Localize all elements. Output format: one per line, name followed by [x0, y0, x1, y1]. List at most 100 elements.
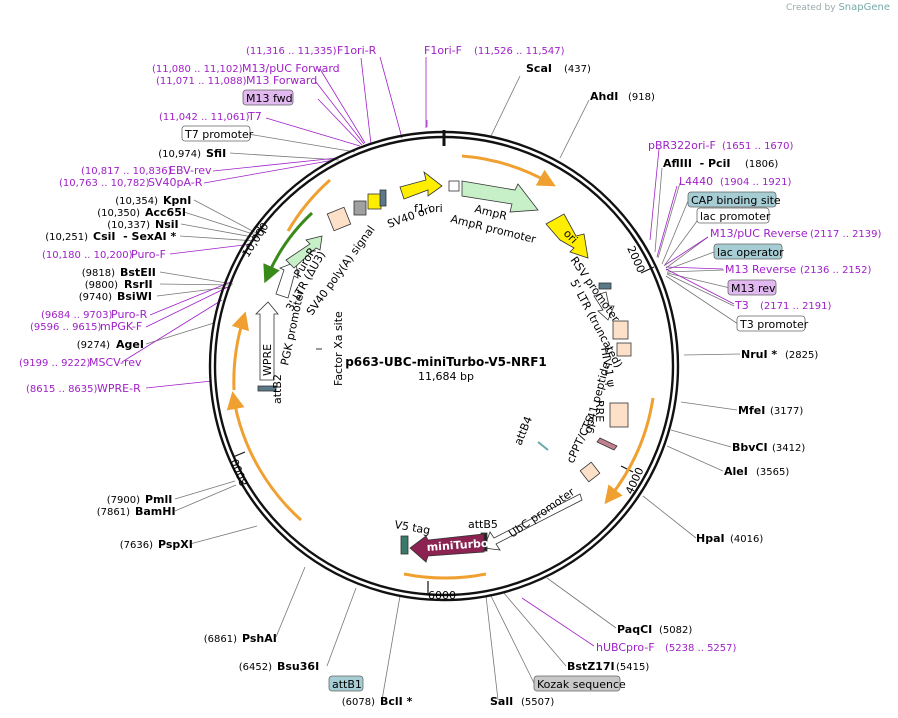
rre-box: [609, 402, 629, 428]
primer-f1ori-f-coord: (11,526 .. 11,547): [474, 46, 565, 57]
primer-t3-coord: (2171 .. 2191): [760, 301, 832, 312]
site-pmli-coord: (7900): [107, 495, 140, 506]
primer-puro-f-coord: (10,180 .. 10,200): [42, 250, 133, 261]
box-m13-fwd: [242, 89, 294, 106]
primer-m13puc-rev-coord: (2117 .. 2139): [810, 229, 882, 240]
primer-m13-f: M13 Forward: [246, 74, 317, 87]
credit-brand: SnapGene: [838, 2, 890, 13]
site-bstz17i: BstZ17I: [567, 660, 615, 673]
site-bsiwi-coord: (9740): [79, 292, 112, 303]
feat-ubc-promoter: UbC promoter: [506, 485, 577, 540]
site-sali-coord: (5507): [521, 697, 554, 708]
primer-puro-r: Puro-R: [111, 308, 148, 321]
box-t7-promoter: [181, 125, 251, 142]
box-m13-fwd-label: M13 fwd: [246, 92, 293, 105]
boxed-labels: [181, 89, 806, 692]
site-bsteii-coord: (9818): [82, 268, 115, 279]
primer-m13puc-rev: M13/pUC Reverse: [710, 227, 808, 240]
miniturbo-arrow: [409, 533, 485, 563]
site-nrui: NruI *: [741, 348, 777, 361]
attb2-mark: [257, 385, 277, 392]
green-orf-arc: [263, 211, 314, 284]
box-attb1: [328, 675, 364, 692]
primer-ebv-rev-coord: (10,817 .. 10,836): [81, 166, 172, 177]
site-nsii: NsiI: [155, 218, 179, 231]
credit-created-by: Created by: [786, 3, 836, 13]
primer-t7: T7: [247, 110, 262, 123]
site-agei-coord: (9274): [77, 340, 110, 351]
box-kozak-label: Kozak sequence: [537, 678, 626, 691]
ori-arrow: [545, 213, 589, 259]
feat-wpre: WPRE: [261, 344, 274, 376]
feat-factor-xa: Factor Xa site: [332, 311, 345, 386]
primer-m13puc-f: M13/pUC Forward: [242, 62, 340, 75]
site-bsu36i-coord: (6452): [239, 662, 272, 673]
tick-label-6000: 6000: [428, 589, 456, 602]
wpre-arrow: [255, 301, 279, 381]
box-m13-rev-label: M13 rev: [731, 282, 776, 295]
primer-pbr322ori-f: pBR322ori-F: [648, 139, 716, 152]
site-rsrii: RsrII: [124, 278, 153, 291]
box-t3-promoter: [736, 315, 806, 332]
feat-sv40-ori: SV40 ori: [386, 203, 434, 231]
primer-sv40pa-r: SV40pA-R: [148, 176, 203, 189]
site-kpni-coord: (10,354): [115, 196, 158, 207]
primer-pbr322ori-f-coord: (1651 .. 1670): [722, 141, 794, 152]
site-pmli: PmlI: [145, 493, 172, 506]
site-pspxi-coord: (7636): [120, 540, 153, 551]
primer-mscv-rev: MSCV-rev: [89, 356, 142, 369]
primer-ebv-rev: EBV-rev: [169, 164, 212, 177]
site-paqci-coord: (5082): [659, 625, 692, 636]
sv40pa-box: [353, 200, 367, 216]
box-lac-operator: [713, 243, 783, 260]
site-csii: CsiI - SexAI *: [93, 230, 176, 243]
primer-lines: [121, 56, 735, 647]
leader-lines: [145, 75, 741, 701]
tick-label-8000: 8000: [228, 457, 251, 488]
primer-mpgk-f-coord: (9596 .. 9615): [30, 322, 102, 333]
primer-m13-rev: M13 Reverse: [725, 263, 796, 276]
site-acc65i: Acc65I: [145, 206, 186, 219]
site-hpai: HpaI: [696, 532, 725, 545]
primer-wpre-r-coord: (8615 .. 8635): [26, 384, 98, 395]
puror-arrow: [285, 235, 323, 269]
ampr-arrow: [461, 180, 539, 213]
site-nrui-coord: (2825): [785, 350, 818, 361]
primer-puro-f: Puro-F: [131, 248, 166, 261]
primer-t7-coord: (11,042 .. 11,061): [159, 112, 250, 123]
site-acc65i-coord: (10,350): [97, 208, 140, 219]
site-bbvci: BbvCI: [732, 441, 768, 454]
site-alei: AleI: [724, 465, 748, 478]
box-cap: [687, 191, 777, 208]
site-pshai: PshAI: [242, 632, 277, 645]
feat-cppt: cPPT/CTS: [564, 413, 597, 465]
site-ahdi: AhdI: [590, 90, 618, 103]
site-nsii-coord: (10,337): [107, 220, 150, 231]
primer-wpre-r: WPRE-R: [97, 382, 141, 395]
primer-f1ori-r-coord: (11,316 .. 11,335): [246, 46, 337, 57]
rsv-small: [598, 282, 612, 290]
box-t7-promoter-label: T7 promoter: [184, 128, 254, 141]
feat-attb5: attB5: [468, 518, 498, 531]
primer-hubcpro-f-coord: (5238 .. 5257): [665, 643, 737, 654]
site-bsu36i: Bsu36I: [277, 660, 319, 673]
site-bsiwi: BsiWI: [117, 290, 152, 303]
site-csii-coord: (10,251): [45, 232, 88, 243]
snapgene-credit: Created by SnapGene: [786, 2, 890, 13]
primer-m13-rev-coord: (2136 .. 2152): [800, 265, 872, 276]
primer-l4440-coord: (1904 .. 1921): [720, 177, 792, 188]
primer-m13puc-f-coord: (11,080 .. 11,102): [152, 64, 243, 75]
tick-label-2000: 2000: [624, 244, 647, 275]
feat-rre: RRE: [593, 400, 606, 422]
ltr3-box: [326, 206, 352, 232]
attb4-mark: [537, 441, 549, 451]
site-bcli: BclI *: [380, 695, 413, 708]
box-cap-label: CAP binding site: [691, 194, 781, 207]
site-sfii-coord: (10,974): [158, 149, 201, 160]
ltr-box: [612, 320, 629, 340]
v5-mark: [400, 535, 409, 555]
box-kozak: [533, 675, 621, 692]
site-alei-coord: (3565): [756, 467, 789, 478]
site-agei: AgeI: [116, 338, 144, 351]
